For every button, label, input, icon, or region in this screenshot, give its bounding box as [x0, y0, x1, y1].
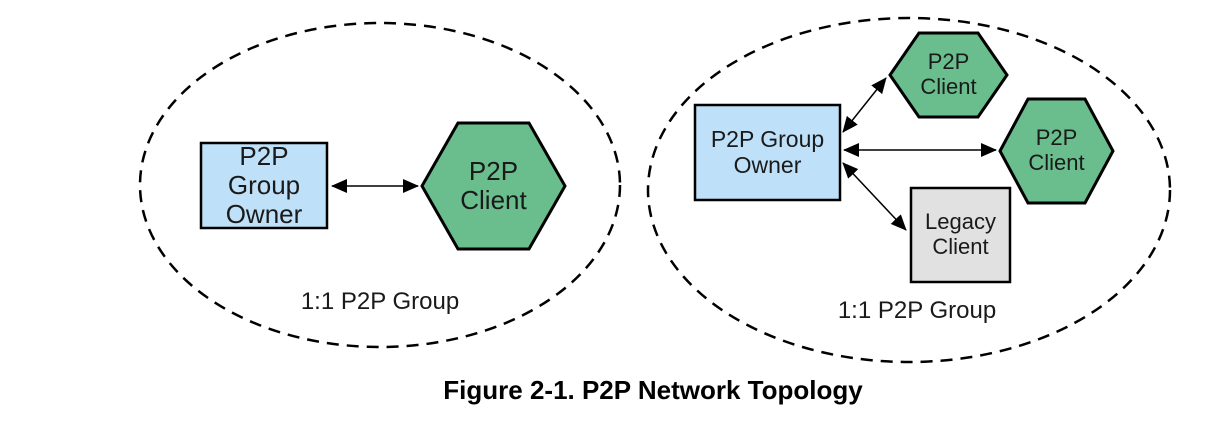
right-owner-box	[693, 103, 842, 202]
left-owner-box	[199, 141, 329, 230]
right-group-boundary-ellipse	[646, 16, 1172, 364]
right-top-client-hexagon	[888, 31, 1009, 119]
left-group-boundary-ellipse	[138, 21, 622, 349]
left-client-hexagon	[420, 121, 567, 251]
right-legacy-client-box	[909, 186, 1012, 284]
right-owner-top-client-link	[842, 77, 887, 133]
right-owner-legacy-client-link	[842, 162, 907, 231]
right-right-client-hexagon	[998, 97, 1115, 205]
